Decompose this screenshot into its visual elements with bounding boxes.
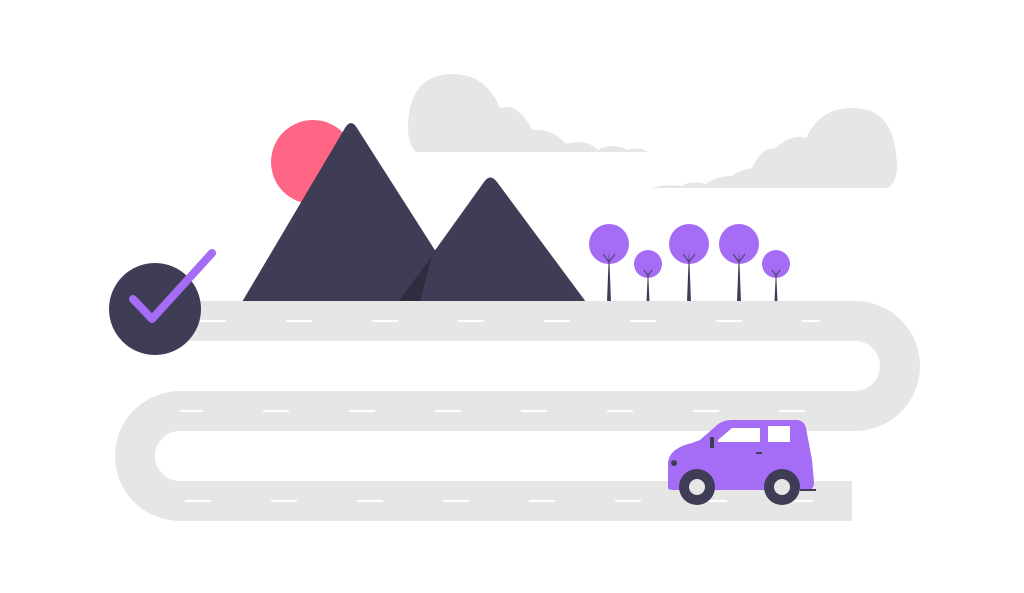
wheel <box>679 469 715 505</box>
tree <box>669 224 709 302</box>
winding-road <box>115 301 920 521</box>
tree-row <box>589 224 790 302</box>
mountain-small <box>398 177 586 302</box>
tree <box>589 224 629 302</box>
car <box>668 420 816 505</box>
checkmark-badge <box>109 249 216 355</box>
check-icon <box>129 249 216 323</box>
tree <box>634 250 662 302</box>
tree <box>762 250 790 302</box>
tree <box>719 224 759 302</box>
cloud-left <box>408 74 648 152</box>
mountain-large <box>242 123 468 302</box>
cloud-right <box>652 108 897 188</box>
wheel <box>764 469 800 505</box>
